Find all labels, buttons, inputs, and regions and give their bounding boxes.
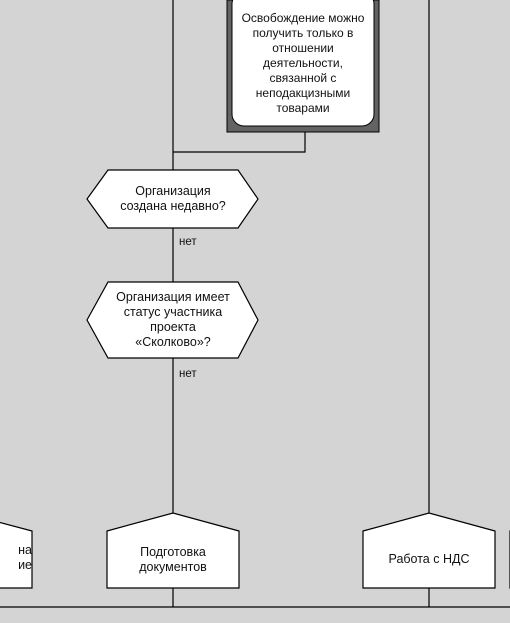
note-box [231,0,375,127]
process-box-left-partial [0,521,33,589]
process-box-prepare-docs [106,512,240,589]
decision-new-org-text: Организация создана недавно? [120,184,226,213]
prepare-docs-text: Подготовка документов [139,544,207,574]
connector-line [173,132,306,153]
decision-skolkovo-text: Организация имеет статус участника проек… [116,290,230,349]
vat-work-text: Работа с НДС [388,552,470,566]
decision-hexagon-new-org [86,169,259,229]
edge-label-no: нет [179,368,197,380]
edge-label-no: нет [179,236,197,248]
exemption-note-text: Освобождение можно получить только в отн… [241,10,365,115]
process-box-vat [362,512,496,589]
left-partial-text: на ие [18,543,32,572]
decision-hexagon-skolkovo [86,281,259,359]
